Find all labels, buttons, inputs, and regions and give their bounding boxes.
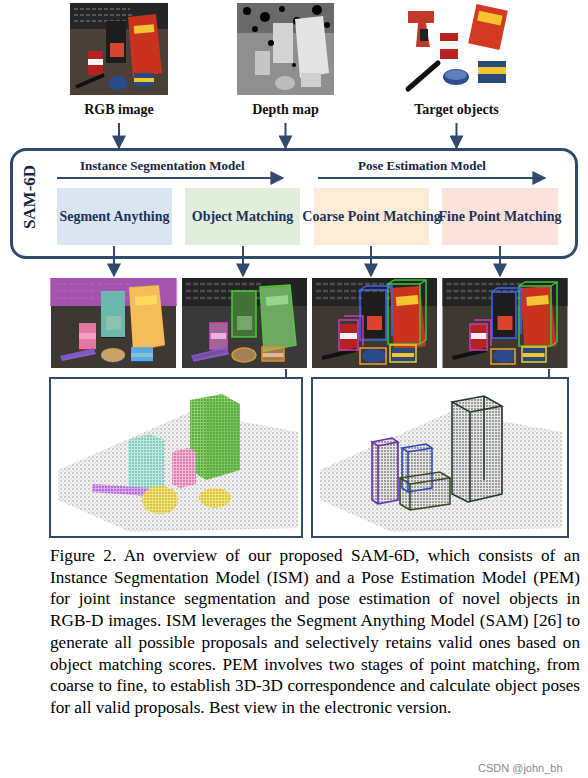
- segmented-point-cloud: [50, 378, 302, 537]
- input-arrow: [285, 123, 287, 148]
- object-matching-result: [192, 348, 228, 361]
- object-matching-result: [232, 348, 256, 362]
- fine-pose-result: [443, 278, 568, 368]
- segmented-point-cloud: [58, 412, 298, 532]
- posed-point-cloud: [320, 412, 562, 532]
- segmentation-result: [101, 348, 125, 362]
- input-arrow: [456, 123, 458, 148]
- photo: [70, 3, 168, 95]
- module-box: Segment Anything: [57, 188, 172, 245]
- stage-arrows: [242, 246, 244, 276]
- segmented-point-cloud: [199, 488, 231, 508]
- object-matching-result: [210, 323, 227, 349]
- input-image: Depth map: [237, 3, 334, 121]
- stage-heading: Instance Segmentation Model: [80, 158, 245, 174]
- module-box: Fine Point Matching: [442, 188, 558, 245]
- photo: [237, 3, 334, 95]
- coarse-pose-result: [360, 348, 386, 364]
- box-label: Object Matching: [192, 208, 293, 226]
- fine-pose-result: [491, 349, 515, 364]
- stage-arrows: [113, 246, 115, 276]
- box-label: Coarse Point Matching: [302, 208, 440, 226]
- box-label: Segment Anything: [59, 208, 169, 226]
- fine-pose-result: [492, 288, 521, 338]
- segmented-point-cloud: [190, 394, 240, 480]
- object-matching-result: [260, 285, 296, 351]
- figure-caption: Figure 2. An overview of our proposed SA…: [50, 545, 580, 719]
- segmentation-result: [101, 291, 125, 337]
- posed-point-cloud: [312, 378, 568, 537]
- module-box: Object Matching: [185, 188, 300, 245]
- segmented-point-cloud: [172, 448, 196, 488]
- stage-arrows: [370, 246, 372, 276]
- box-label: Target objects: [400, 95, 513, 118]
- posed-point-cloud: [372, 438, 398, 504]
- input-arrow: [118, 123, 120, 148]
- fine-pose-result: [443, 278, 568, 368]
- box-label: Depth map: [237, 95, 334, 118]
- posed-point-cloud: [372, 396, 502, 510]
- segmentation-result: [50, 278, 177, 362]
- stage-arrows: [318, 177, 545, 179]
- segmented-point-cloud: [50, 378, 302, 537]
- segmented-point-cloud: [206, 400, 240, 480]
- segmentation-result: [129, 285, 165, 351]
- posed-point-cloud: [312, 378, 568, 537]
- box-label: Fine Point Matching: [439, 208, 562, 226]
- posed-point-cloud: [372, 438, 398, 504]
- coarse-pose-result: [360, 286, 392, 340]
- segmentation-result: [131, 347, 153, 361]
- object-matching-result: [262, 347, 284, 361]
- object-matching-result: [232, 291, 256, 337]
- posed-point-cloud: [452, 396, 502, 502]
- input-image: Target objects: [400, 3, 513, 121]
- coarse-pose-result: [339, 316, 363, 350]
- segmented-point-cloud: [92, 484, 150, 496]
- posed-point-cloud: [400, 472, 450, 510]
- coarse-pose-result: [339, 280, 426, 364]
- photo: [400, 3, 513, 95]
- photo: [400, 3, 513, 95]
- segmentation-result: [79, 323, 96, 349]
- segmentation-result: [50, 278, 177, 368]
- framework-box: SAM-6D Instance Segmentation Model Pose Es…: [10, 148, 578, 259]
- object-matching-result: [182, 278, 307, 368]
- coarse-pose-result: [312, 278, 437, 368]
- framework-title: SAM-6D: [20, 147, 40, 247]
- stage-arrows: [57, 177, 283, 179]
- segmented-point-cloud: [142, 486, 178, 514]
- coarse-pose-result: [312, 278, 437, 368]
- fine-pose-result: [519, 282, 557, 346]
- stage-heading: Pose Estimation Model: [358, 158, 486, 174]
- object-matching-result: [182, 278, 307, 368]
- segmentation-result: [51, 278, 176, 368]
- box-label: RGB image: [70, 95, 168, 118]
- watermark: CSDN @john_bh: [476, 762, 565, 774]
- coarse-pose-result: [390, 345, 416, 362]
- module-box: Coarse Point Matching: [314, 188, 429, 245]
- posed-point-cloud: [402, 444, 432, 492]
- fine-pose-result: [470, 282, 557, 364]
- fine-pose-result: [522, 347, 546, 362]
- fine-pose-result: [470, 320, 491, 350]
- segmentation-result: [60, 348, 96, 361]
- input-image: RGB image: [70, 3, 168, 121]
- photo: [70, 3, 168, 95]
- photo: [237, 3, 334, 95]
- coarse-pose-result: [388, 280, 426, 344]
- posed-point-cloud: [452, 396, 502, 502]
- stage-arrows: [499, 246, 501, 276]
